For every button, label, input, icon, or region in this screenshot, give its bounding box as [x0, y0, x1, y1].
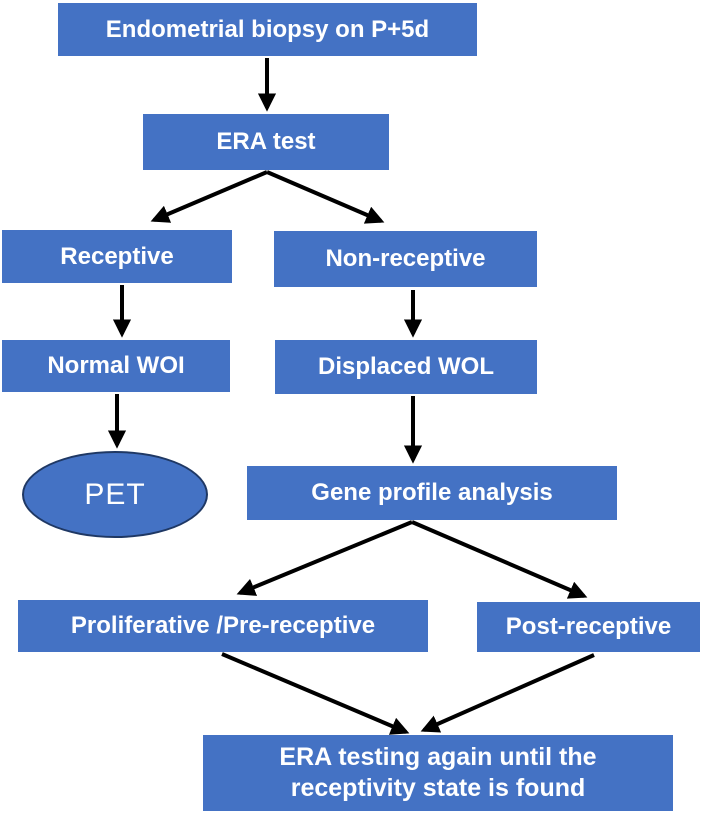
node-era-testing-again: ERA testing again until the receptivity … [203, 735, 673, 811]
node-proliferative-pre-receptive: Proliferative /Pre-receptive [18, 600, 428, 652]
node-normal-woi: Normal WOI [2, 340, 230, 392]
node-pet-ellipse: PET [22, 451, 208, 538]
node-receptive: Receptive [2, 230, 232, 283]
node-non-receptive: Non-receptive [274, 231, 537, 287]
arrow-gene-profile-to-proliferative [236, 520, 413, 596]
arrow-gene-profile-to-post-receptive [411, 520, 588, 599]
arrow-era-test-to-receptive [150, 170, 268, 223]
node-endometrial-biopsy: Endometrial biopsy on P+5d [58, 3, 477, 56]
arrow-post-receptive-to-era-again [420, 653, 595, 733]
node-displaced-wol: Displaced WOL [275, 340, 537, 394]
arrow-era-test-to-non-receptive [266, 170, 385, 224]
node-era-test: ERA test [143, 114, 389, 170]
arrow-proliferative-to-era-again [221, 652, 410, 735]
node-post-receptive: Post-receptive [477, 602, 700, 652]
node-gene-profile-analysis: Gene profile analysis [247, 466, 617, 520]
